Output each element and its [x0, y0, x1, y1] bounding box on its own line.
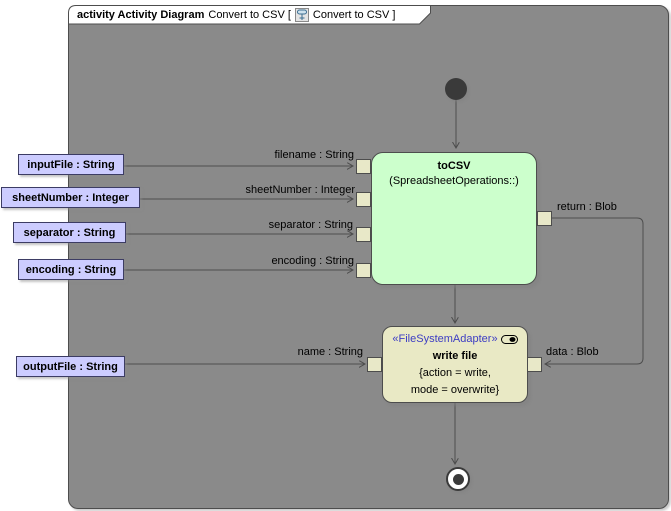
pin-data[interactable] — [527, 357, 542, 372]
action-tocsv[interactable]: toCSV (SpreadsheetOperations::) — [371, 152, 537, 285]
write-file-tagged-values-1: {action = write, — [419, 367, 491, 379]
label-filename: filename : String — [274, 149, 354, 161]
diagram-frame — [68, 5, 669, 509]
write-file-tagged-values-2: mode = overwrite} — [410, 384, 500, 396]
frame-kind-label: activity Activity Diagram — [77, 9, 205, 21]
parameter-sheetnumber[interactable]: sheetNumber : Integer — [1, 187, 140, 208]
activity-diagram-icon — [294, 8, 309, 22]
frame-ref-label: Convert to CSV ] — [312, 9, 396, 21]
activity-final-inner-dot — [452, 473, 464, 485]
parameter-encoding[interactable]: encoding : String — [18, 259, 124, 280]
activity-final-node[interactable] — [446, 467, 470, 491]
pin-sheetnumber[interactable] — [356, 192, 371, 207]
label-data: data : Blob — [546, 346, 599, 358]
label-name: name : String — [297, 346, 363, 358]
parameter-inputfile[interactable]: inputFile : String — [18, 154, 124, 175]
pin-encoding[interactable] — [356, 263, 371, 278]
label-return: return : Blob — [557, 201, 617, 213]
call-behavior-icon — [500, 335, 518, 344]
initial-node[interactable] — [445, 78, 467, 100]
flow-return-to-data[interactable] — [545, 217, 644, 364]
action-tocsv-qualifier: (SpreadsheetOperations::) — [389, 175, 519, 187]
action-tocsv-name: toCSV — [437, 160, 471, 172]
pin-separator[interactable] — [356, 227, 371, 242]
parameter-separator[interactable]: separator : String — [13, 222, 126, 243]
frame-name-label: Convert to CSV [ — [208, 9, 291, 21]
write-file-name: write file — [432, 350, 478, 362]
pin-filename[interactable] — [356, 159, 371, 174]
frame-title: activity Activity Diagram Convert to CSV… — [77, 8, 395, 22]
write-file-stereotype: «FileSystemAdapter» — [392, 333, 498, 345]
parameter-outputfile[interactable]: outputFile : String — [16, 356, 125, 377]
action-write-file[interactable]: «FileSystemAdapter» write file {action =… — [382, 326, 528, 403]
label-separator: separator : String — [268, 219, 353, 231]
label-encoding: encoding : String — [271, 255, 354, 267]
pin-name[interactable] — [367, 357, 382, 372]
pin-return[interactable] — [537, 211, 552, 226]
frame-title-tab — [68, 5, 431, 25]
label-sheetnumber: sheetNumber : Integer — [245, 184, 355, 196]
